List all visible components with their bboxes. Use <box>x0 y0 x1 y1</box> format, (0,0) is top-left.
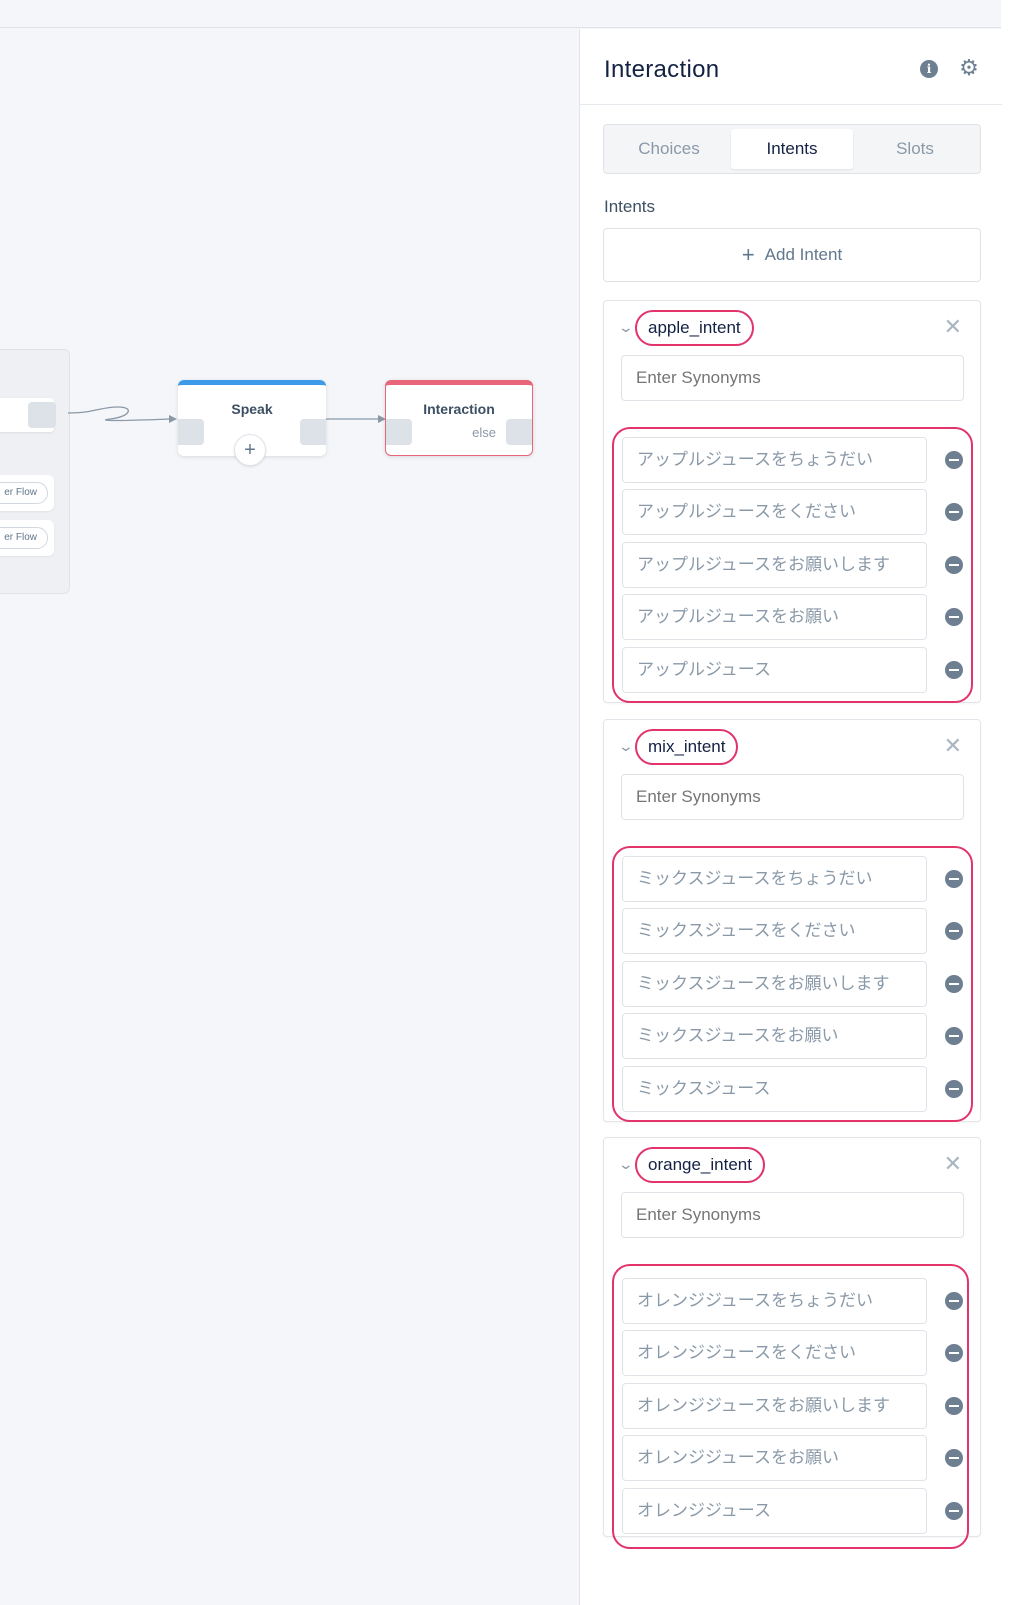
synonym-row: ミックスジュースをちょうだい <box>622 856 967 902</box>
synonym-row: アップルジュースをお願いします <box>622 542 967 588</box>
intent-name-field[interactable]: orange_intent <box>635 1147 765 1183</box>
synonym-row: アップルジュース <box>622 647 967 693</box>
output-port[interactable] <box>28 402 56 428</box>
intent-card-header: ⌄mix_intent ✕ <box>604 720 980 776</box>
panel-title: Interaction <box>604 56 720 83</box>
previous-block-step[interactable] <box>0 398 56 432</box>
scrollbar-gutter <box>1001 0 1024 1605</box>
speak-node[interactable]: Speak <box>178 380 326 456</box>
synonym-field[interactable]: ミックスジュースをちょうだい <box>622 856 927 902</box>
synonym-field[interactable]: ミックスジュースをください <box>622 908 927 954</box>
synonyms-list: ミックスジュースをちょうだいミックスジュースをくださいミックスジュースをお願いし… <box>612 846 973 1122</box>
section-label: Intents <box>604 197 656 216</box>
remove-icon[interactable] <box>945 1502 963 1520</box>
speak-node-title: Speak <box>231 401 273 417</box>
synonym-row: ミックスジュースをください <box>622 908 967 954</box>
input-port[interactable] <box>386 419 412 445</box>
remove-icon[interactable] <box>945 1027 963 1045</box>
else-label: else <box>472 425 496 440</box>
interaction-node-title: Interaction <box>423 401 495 417</box>
flow-canvas[interactable]: er Flow er Flow Speak + Interaction else <box>0 29 579 1605</box>
tab-bar: Choices Intents Slots <box>603 124 981 174</box>
tab-slots[interactable]: Slots <box>896 139 934 158</box>
panel-header: Interaction i ⚙ <box>580 29 1002 105</box>
chevron-down-icon[interactable]: ⌄ <box>617 319 635 335</box>
intent-card: ⌄apple_intent ✕ アップルジュースをちょうだいアップルジュースをくださ… <box>603 300 981 703</box>
plus-icon: + <box>741 242 755 267</box>
synonym-field[interactable]: オレンジジュースをちょうだい <box>622 1278 927 1324</box>
intent-card: ⌄orange_intent ✕ オレンジジュースをちょうだいオレンジジュースをくだ… <box>603 1137 981 1549</box>
tab-choices[interactable]: Choices <box>638 139 700 158</box>
synonym-row: オレンジジュースをお願い <box>622 1435 967 1481</box>
chevron-down-icon[interactable]: ⌄ <box>617 1156 635 1172</box>
flow-step-label: er Flow <box>0 527 48 549</box>
remove-icon[interactable] <box>945 1292 963 1310</box>
else-port[interactable] <box>506 419 532 445</box>
synonym-row: オレンジジュースをお願いします <box>622 1383 967 1429</box>
flow-step-label: er Flow <box>0 482 48 504</box>
synonym-field[interactable]: アップルジュースをお願い <box>622 594 927 640</box>
add-intent-label: Add Intent <box>764 245 843 264</box>
synonym-row: ミックスジュースをお願いします <box>622 961 967 1007</box>
synonym-row: アップルジュースをちょうだい <box>622 437 967 483</box>
top-bar <box>0 0 1001 28</box>
synonym-row: オレンジジュースをください <box>622 1330 967 1376</box>
intent-card: ⌄mix_intent ✕ ミックスジュースをちょうだいミックスジュースをくださいミ… <box>603 719 981 1122</box>
synonym-field[interactable]: オレンジジュースをお願い <box>622 1435 927 1481</box>
remove-icon[interactable] <box>945 1344 963 1362</box>
synonym-row: オレンジジュース <box>622 1488 967 1534</box>
synonym-row: ミックスジュース <box>622 1066 967 1112</box>
flow-step[interactable]: er Flow <box>0 475 54 511</box>
close-icon[interactable]: ✕ <box>943 314 962 339</box>
synonym-field[interactable]: アップルジュースをください <box>622 489 927 535</box>
synonyms-list: アップルジュースをちょうだいアップルジュースをくださいアップルジュースをお願いし… <box>612 427 973 703</box>
output-port[interactable] <box>300 419 326 445</box>
synonym-field[interactable]: ミックスジュース <box>622 1066 927 1112</box>
remove-icon[interactable] <box>945 1397 963 1415</box>
synonym-field[interactable]: ミックスジュースをお願い <box>622 1013 927 1059</box>
add-step-button[interactable]: + <box>234 434 266 466</box>
synonyms-input[interactable] <box>621 774 964 820</box>
synonym-field[interactable]: アップルジュースをちょうだい <box>622 437 927 483</box>
synonym-row: アップルジュースをください <box>622 489 967 535</box>
remove-icon[interactable] <box>945 661 963 679</box>
info-icon[interactable]: i <box>920 60 938 78</box>
close-icon[interactable]: ✕ <box>943 1151 962 1176</box>
synonym-field[interactable]: アップルジュース <box>622 647 927 693</box>
remove-icon[interactable] <box>945 1080 963 1098</box>
synonyms-input[interactable] <box>621 355 964 401</box>
synonym-field[interactable]: オレンジジュース <box>622 1488 927 1534</box>
synonyms-input[interactable] <box>621 1192 964 1238</box>
add-intent-button[interactable]: + Add Intent <box>603 228 981 282</box>
chevron-down-icon[interactable]: ⌄ <box>617 738 635 754</box>
tab-intents[interactable]: Intents <box>731 129 853 169</box>
remove-icon[interactable] <box>945 451 963 469</box>
flow-step[interactable]: er Flow <box>0 520 54 556</box>
synonym-field[interactable]: オレンジジュースをお願いします <box>622 1383 927 1429</box>
interaction-node[interactable]: Interaction else <box>385 380 533 456</box>
remove-icon[interactable] <box>945 922 963 940</box>
synonym-field[interactable]: アップルジュースをお願いします <box>622 542 927 588</box>
connection-lines <box>67 406 386 423</box>
close-icon[interactable]: ✕ <box>943 733 962 758</box>
synonyms-list: オレンジジュースをちょうだいオレンジジュースをくださいオレンジジュースをお願いし… <box>612 1264 969 1549</box>
intent-card-header: ⌄apple_intent ✕ <box>604 301 980 357</box>
remove-icon[interactable] <box>945 608 963 626</box>
synonym-row: アップルジュースをお願い <box>622 594 967 640</box>
remove-icon[interactable] <box>945 870 963 888</box>
remove-icon[interactable] <box>945 1449 963 1467</box>
remove-icon[interactable] <box>945 975 963 993</box>
synonym-row: ミックスジュースをお願い <box>622 1013 967 1059</box>
synonym-row: オレンジジュースをちょうだい <box>622 1278 967 1324</box>
intent-name-field[interactable]: mix_intent <box>635 729 739 765</box>
input-port[interactable] <box>178 419 204 445</box>
synonym-field[interactable]: オレンジジュースをください <box>622 1330 927 1376</box>
intent-card-header: ⌄orange_intent ✕ <box>604 1138 980 1194</box>
remove-icon[interactable] <box>945 503 963 521</box>
gear-icon[interactable]: ⚙ <box>959 55 979 80</box>
synonym-field[interactable]: ミックスジュースをお願いします <box>622 961 927 1007</box>
intent-name-field[interactable]: apple_intent <box>635 310 754 346</box>
editor-panel: Interaction i ⚙ Choices Intents Slots In… <box>579 29 1002 1605</box>
remove-icon[interactable] <box>945 556 963 574</box>
